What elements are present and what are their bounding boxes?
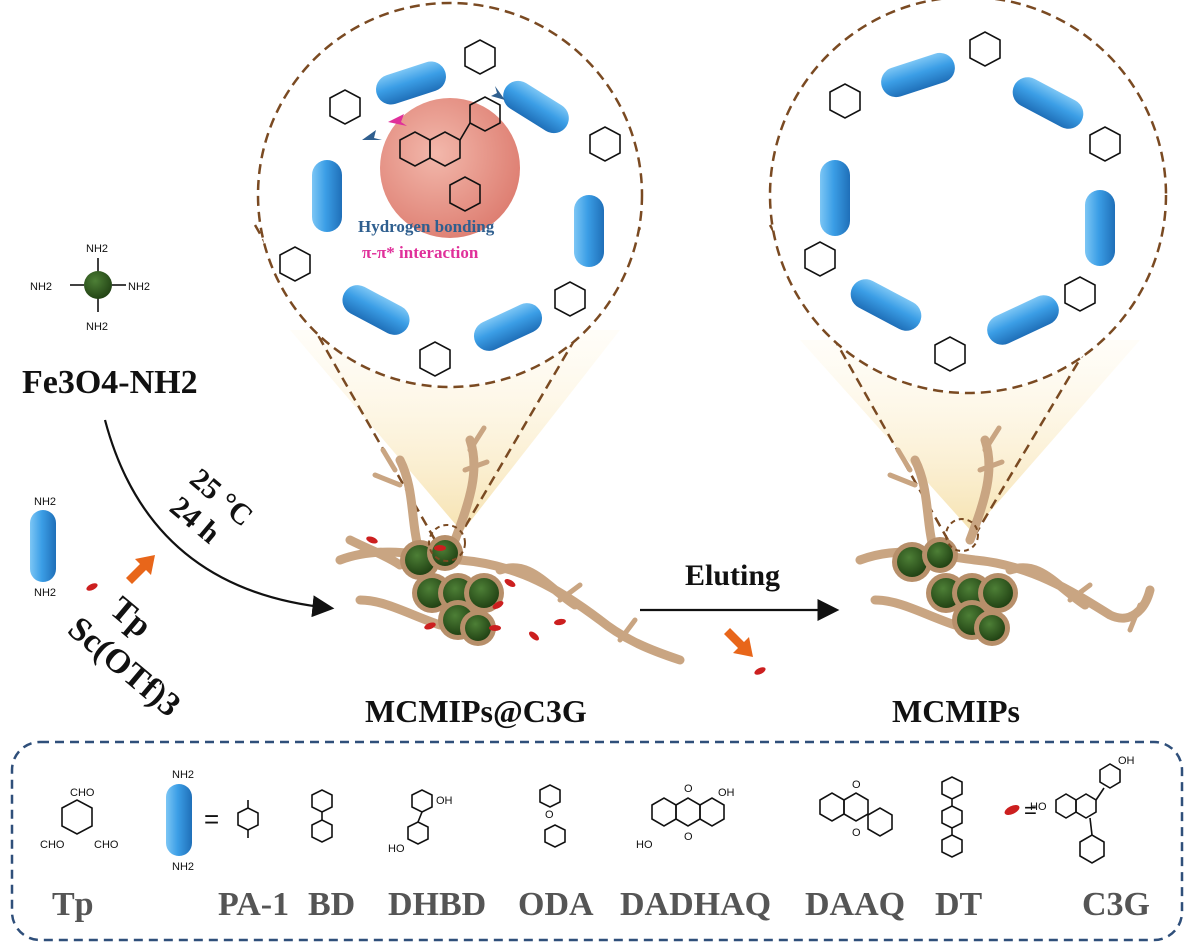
- template-sphere: [380, 98, 520, 238]
- legend-name-bd: BD: [308, 886, 355, 923]
- legend-dadhaq-structure: O O OH HO: [636, 783, 735, 851]
- pore-zoom-right: [768, 0, 1168, 395]
- svg-text:O: O: [684, 783, 693, 795]
- precursor-name: Fe3O4-NH2: [22, 364, 198, 401]
- template-molecule: [86, 583, 98, 591]
- legend-name-daaq: DAAQ: [805, 886, 905, 923]
- linker-rod: [1085, 190, 1115, 266]
- svg-text:OH: OH: [436, 795, 453, 807]
- product-label-mcmips: MCMIPs: [892, 693, 1020, 729]
- legend-dhbd-structure: OH HO: [388, 789, 453, 855]
- svg-text:NH2: NH2: [172, 769, 194, 781]
- svg-text:CHO: CHO: [70, 787, 95, 799]
- legend-oda-structure: O: [539, 784, 566, 848]
- mcmips-particle: [855, 425, 1155, 646]
- zoom-cone-left: [253, 224, 642, 541]
- legend-name-dhbd: DHBD: [388, 886, 486, 923]
- svg-text:OH: OH: [718, 787, 735, 799]
- svg-text:O: O: [684, 831, 693, 843]
- svg-text:NH2: NH2: [34, 587, 56, 599]
- svg-text:CHO: CHO: [94, 839, 119, 851]
- product-label-mcmips-c3g: MCMIPs@C3G: [365, 693, 587, 729]
- svg-text:O: O: [852, 779, 861, 791]
- linker-rod: [987, 295, 1059, 345]
- pi-interaction-label: π-π* interaction: [362, 243, 479, 262]
- legend-name-pa1: PA-1: [218, 886, 289, 923]
- legend-dt-structure: [941, 776, 963, 858]
- amine-label: NH2: [86, 321, 108, 333]
- linker-rod: [473, 303, 543, 351]
- linker-rod: [820, 160, 850, 236]
- legend-name-c3g: C3G: [1082, 886, 1150, 923]
- nanoparticle: [84, 271, 112, 299]
- linker-rod: [1012, 77, 1084, 129]
- svg-text:HO: HO: [636, 839, 653, 851]
- linker-rod: [376, 61, 446, 105]
- svg-text:OH: OH: [1118, 755, 1135, 767]
- orange-arrow-icon: [126, 555, 155, 584]
- svg-text:NH2: NH2: [172, 861, 194, 873]
- elution-label: Eluting: [685, 559, 780, 592]
- legend-pa1-structure: [237, 800, 259, 838]
- linker-reagent: NH2 NH2: [30, 496, 155, 599]
- svg-text:=: =: [1024, 798, 1037, 823]
- legend-daaq-structure: O O: [819, 779, 893, 839]
- legend-tp-structure: CHO CHO CHO: [40, 787, 119, 851]
- legend-linker-rod: [166, 784, 192, 856]
- legend-box: CHO CHO CHO NH2 NH2 = OH HO: [10, 740, 1184, 942]
- linker-rod: [312, 160, 342, 232]
- pore-zoom-left: [256, 1, 644, 389]
- amine-label: NH2: [30, 281, 52, 293]
- svg-text:HO: HO: [388, 843, 405, 855]
- amine-label: NH2: [86, 243, 108, 255]
- svg-text:O: O: [545, 809, 554, 821]
- linker-rod: [881, 52, 955, 98]
- hydrogen-bonding-label: Hydrogen bonding: [358, 217, 495, 236]
- legend-equals: =: [204, 804, 219, 834]
- linker-rod: [850, 279, 922, 331]
- linker-rod: [574, 195, 604, 267]
- zoom-cone-right: [768, 224, 1162, 541]
- legend-name-oda: ODA: [518, 886, 594, 923]
- legend-c3g-structure: = OH HO: [1004, 755, 1135, 864]
- svg-text:NH2: NH2: [34, 496, 56, 508]
- template-molecule: [754, 667, 766, 675]
- linker-rod: [503, 80, 569, 134]
- svg-text:O: O: [852, 827, 861, 839]
- amine-label: NH2: [128, 281, 150, 293]
- orange-arrow-icon: [724, 628, 753, 657]
- legend-name-dadhaq: DADHAQ: [620, 886, 771, 923]
- template-molecule: [1004, 805, 1020, 815]
- mcmips-c3g-particle: [335, 425, 685, 665]
- svg-text:CHO: CHO: [40, 839, 65, 851]
- legend-name-tp: Tp: [52, 886, 94, 923]
- fe3o4-nh2-precursor: NH2 NH2 NH2 NH2 Fe3O4-NH2: [22, 243, 198, 401]
- legend-bd-structure: [311, 789, 333, 843]
- linker-rod: [342, 285, 410, 335]
- reaction-arrow: [103, 419, 335, 618]
- svg-text:HO: HO: [1030, 801, 1047, 813]
- linker-rod: [30, 510, 56, 582]
- legend-name-dt: DT: [935, 886, 983, 923]
